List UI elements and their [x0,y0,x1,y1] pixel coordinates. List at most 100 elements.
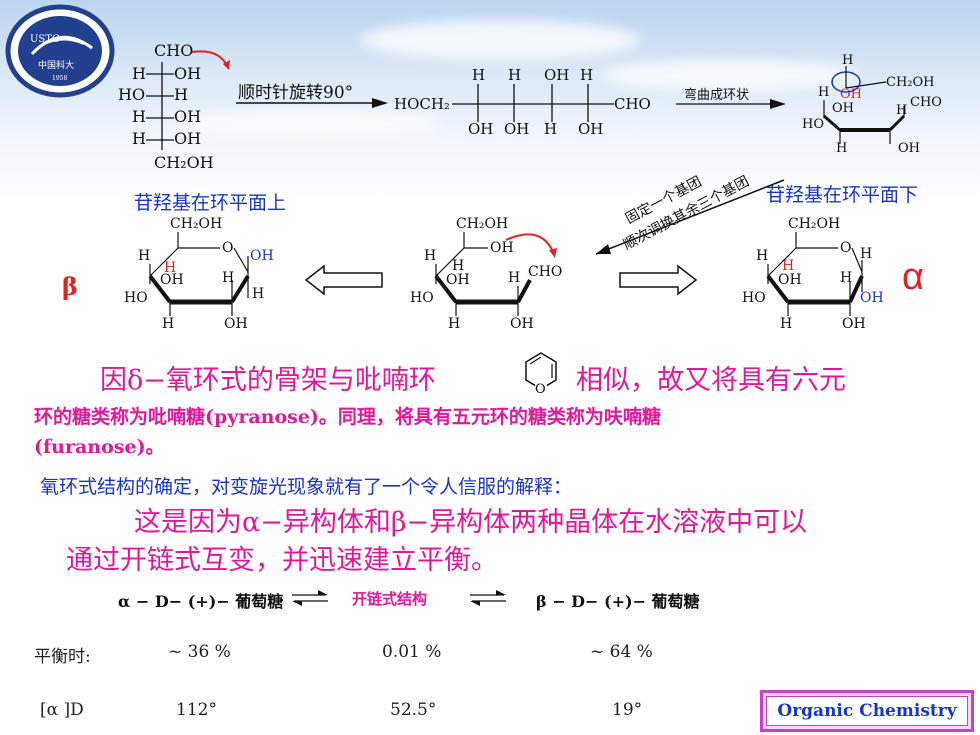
svg-text:H: H [840,270,852,286]
svg-text:H: H [860,246,872,262]
svg-text:HO: HO [410,290,434,306]
para3-line2: 通过开链式互变，并迅速建立平衡。 [66,545,498,576]
svg-text:H: H [818,85,829,100]
svg-text:OH: OH [224,316,248,332]
svg-text:中国科大: 中国科大 [38,59,74,71]
svg-text:H: H [782,258,794,274]
svg-text:OH: OH [468,120,493,138]
svg-text:CHO: CHO [528,264,562,280]
table-row2-beta: 19° [612,700,643,720]
equilibrium-arrow [292,590,328,606]
table-row1-label: 平衡时: [34,647,91,667]
beta-symbol: β [62,272,78,301]
svg-text:CHO: CHO [910,95,942,110]
cloud [360,20,640,60]
svg-text:H: H [132,64,146,83]
svg-text:OH: OH [898,141,920,156]
svg-text:H: H [138,248,150,264]
svg-text:H: H [580,66,593,84]
svg-text:H: H [842,53,853,68]
para1-lead: 因δ−氧环式的骨架与吡喃环 [100,365,436,396]
svg-text:OH: OH [510,316,534,332]
svg-text:H: H [132,107,146,126]
svg-text:OH: OH [578,120,603,138]
svg-text:H: H [544,120,557,138]
svg-text:H: H [508,270,520,286]
svg-text:OH: OH [832,101,854,116]
svg-text:H: H [780,316,792,332]
svg-text:CHO: CHO [614,95,651,113]
svg-text:弯曲成环状: 弯曲成环状 [684,87,749,103]
svg-text:O: O [840,240,851,256]
svg-text:OH: OH [544,66,569,84]
table-row2-label: [α ]D [40,700,84,720]
svg-text:OH: OH [842,316,866,332]
equilibrium-beta: β − D− (+)− 葡萄糖 [536,592,700,611]
svg-text:H: H [508,66,521,84]
svg-text:H: H [162,316,174,332]
svg-text:O: O [535,382,546,394]
svg-text:HO: HO [742,290,766,306]
svg-text:H: H [252,286,264,302]
svg-text:OH: OH [174,107,201,126]
svg-text:CH₂OH: CH₂OH [456,216,508,232]
table-row2-open: 52.5° [390,700,437,720]
svg-text:OH: OH [778,272,802,288]
diagonal-arrow: 固定一个基团 顺次调换其余三个基团 [595,173,785,255]
table-row1-beta: ~ 64 % [590,642,653,662]
svg-text:CH₂OH: CH₂OH [788,216,840,232]
alpha-symbol: α [902,256,924,298]
svg-text:OH: OH [504,120,529,138]
svg-text:O: O [222,240,233,256]
pyran-ring-icon: O [525,352,557,394]
svg-text:H: H [424,248,436,264]
equilibrium-open: 开链式结构 [352,590,428,608]
svg-text:H: H [132,129,146,148]
ustc-logo: USTC 中国科大 1958 [5,4,115,98]
arrow-bend: 弯曲成环状 [676,87,786,109]
svg-text:HOCH₂: HOCH₂ [394,95,450,113]
svg-text:H: H [452,258,464,274]
svg-text:OH: OH [840,87,862,102]
svg-text:HO: HO [802,117,824,132]
svg-text:H: H [472,66,485,84]
arrow-right-hollow [619,264,698,296]
svg-text:CHO: CHO [154,41,193,60]
svg-text:CH₂OH: CH₂OH [170,216,222,232]
arrow-rotate: 顺时针旋转90° [236,83,388,108]
svg-text:OH: OH [174,64,201,83]
svg-text:H: H [174,85,188,104]
svg-text:OH: OH [160,272,184,288]
svg-text:H: H [896,103,907,118]
cloud [600,60,860,90]
haworth-alpha: CH₂OH O H H H OH H OH HO H OH [742,216,884,332]
curled-chain-structure: H CH₂OH OH H OH H CHO HO H OH [802,53,942,156]
svg-text:OH: OH [446,272,470,288]
cloud [180,110,440,138]
equilibrium-arrow [470,590,506,606]
label-glycosidic-below: 苷羟基在环平面下 [766,184,919,206]
svg-text:USTC: USTC [30,34,60,45]
organic-chemistry-badge: Organic Chemistry [760,690,974,732]
fischer-projection: CHO H OH HO H H OH H OH CH₂OH [118,41,230,172]
haworth-open: CH₂OH OH H H OH H CHO HO H OH [410,216,562,332]
svg-text:1958: 1958 [52,75,67,82]
open-chain-structure: HOCH₂ CHO H H OH H OH OH H OH [394,66,651,138]
svg-text:HO: HO [118,85,145,104]
svg-text:H: H [222,270,234,286]
svg-text:OH: OH [174,129,201,148]
svg-text:H: H [756,248,768,264]
svg-text:OH: OH [860,290,884,306]
badge-label: Organic Chemistry [766,696,968,726]
svg-text:顺时针旋转90°: 顺时针旋转90° [238,83,353,103]
svg-text:CH₂OH: CH₂OH [154,153,214,172]
svg-text:H: H [836,141,847,156]
table-row2-alpha: 112° [176,700,217,720]
svg-text:OH: OH [490,240,514,256]
svg-text:CH₂OH: CH₂OH [886,75,935,90]
label-glycosidic-above: 苷羟基在环平面上 [134,192,287,214]
haworth-beta: CH₂OH O OH H H OH H H HO H OH [124,216,274,332]
equilibrium-alpha: α − D− (+)− 葡萄糖 [118,592,284,611]
para1-line3: (furanose)。 [34,436,165,458]
svg-text:H: H [164,260,176,276]
